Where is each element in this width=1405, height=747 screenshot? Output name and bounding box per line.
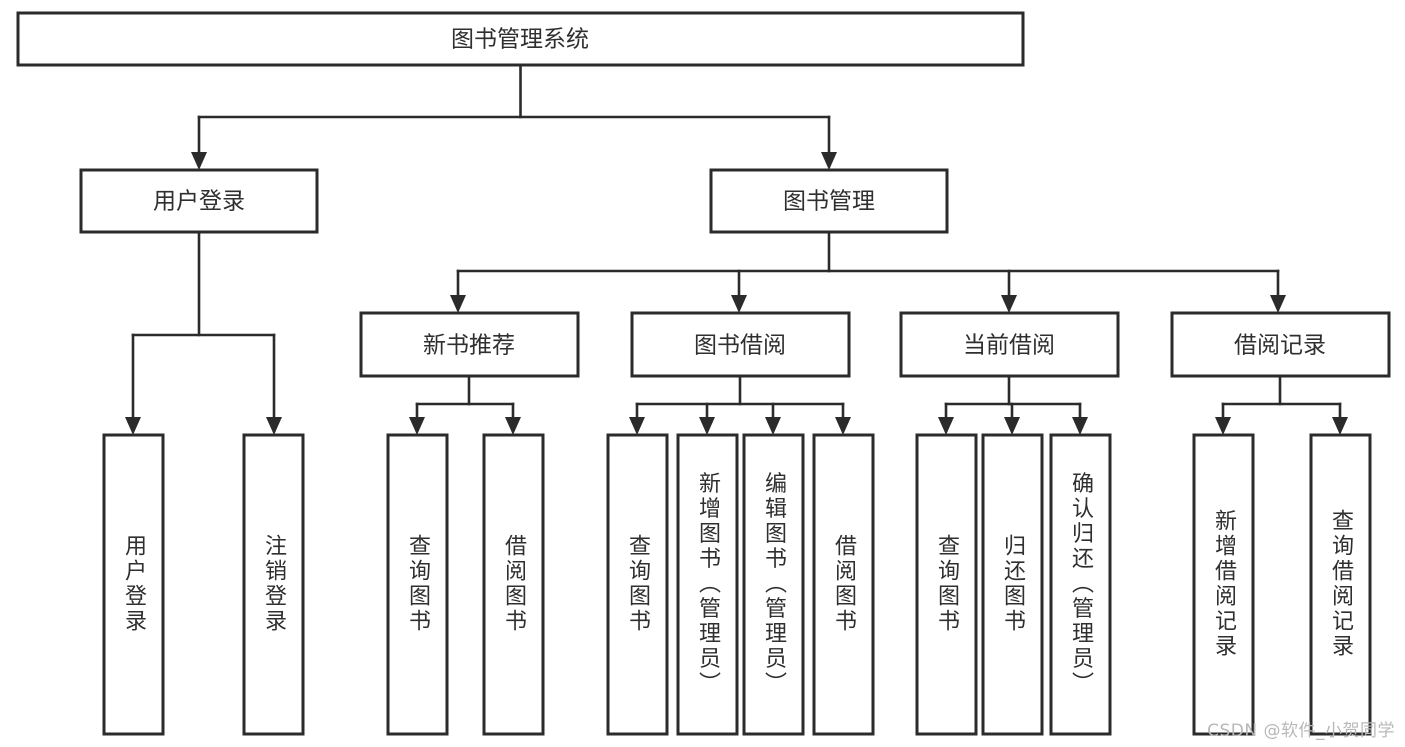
node-leaf-bb-query[interactable]: 查询图书 (606, 433, 669, 736)
arrowhead-leaf-bb-add (699, 417, 715, 435)
node-leaf-br-query[interactable]: 查询借阅记录 (1309, 433, 1372, 736)
node-book-manage[interactable]: 图书管理 (709, 168, 949, 234)
node-leaf-cb-query-label: 查询图书 (934, 534, 960, 634)
node-leaf-bb-edit[interactable]: 编辑图书（管理员） (742, 433, 805, 736)
arrowhead-leaf-br-query (1332, 417, 1348, 435)
node-leaf-user-login[interactable]: 用户登录 (102, 433, 165, 736)
arrowhead-leaf-bb-edit (765, 417, 781, 435)
node-leaf-bb-borrow-label: 借阅图书 (831, 534, 857, 634)
node-book-manage-label: 图书管理 (783, 189, 875, 215)
edge-group-user-login (125, 230, 282, 435)
node-root-box[interactable] (16, 11, 1025, 67)
edge-group-book-borrow (629, 374, 851, 435)
node-leaf-bb-edit-box[interactable] (742, 433, 805, 736)
node-leaf-bb-add-box[interactable] (676, 433, 739, 736)
node-leaf-cb-query[interactable]: 查询图书 (915, 433, 978, 736)
arrowhead-leaf-user-login (125, 417, 141, 435)
edge-group-book-manage (450, 230, 1286, 313)
node-new-book-rec[interactable]: 新书推荐 (359, 311, 580, 378)
node-leaf-bb-borrow[interactable]: 借阅图书 (812, 433, 875, 736)
node-leaf-br-add-box[interactable] (1192, 433, 1255, 736)
node-leaf-cb-return-label: 归还图书 (1000, 534, 1026, 634)
arrowhead-user-login (191, 152, 207, 170)
node-book-manage-box[interactable] (709, 168, 949, 234)
node-leaf-br-query-box[interactable] (1309, 433, 1372, 736)
node-user-login-label: 用户登录 (153, 189, 245, 215)
node-root[interactable]: 图书管理系统 (16, 11, 1025, 67)
arrowhead-leaf-user-logout (266, 417, 282, 435)
node-user-login[interactable]: 用户登录 (79, 168, 319, 234)
node-borrow-record[interactable]: 借阅记录 (1170, 311, 1391, 378)
edge-group-new-book-rec (409, 374, 521, 435)
arrowhead-leaf-rec-query (409, 417, 425, 435)
node-book-borrow[interactable]: 图书借阅 (630, 311, 851, 378)
node-leaf-bb-query-box[interactable] (606, 433, 669, 736)
node-leaf-rec-query[interactable]: 查询图书 (386, 433, 449, 736)
node-leaf-rec-query-box[interactable] (386, 433, 449, 736)
node-leaf-br-add[interactable]: 新增借阅记录 (1192, 433, 1255, 736)
edge-group-root (191, 63, 837, 170)
node-leaf-cb-return[interactable]: 归还图书 (981, 433, 1044, 736)
node-leaf-cb-confirm-label: 确认归还（管理员） (1068, 472, 1094, 697)
node-leaf-rec-borrow-label: 借阅图书 (501, 534, 527, 634)
node-leaf-user-logout-box[interactable] (242, 433, 305, 736)
arrowhead-leaf-br-add (1215, 417, 1231, 435)
node-leaf-bb-add[interactable]: 新增图书（管理员） (676, 433, 739, 736)
arrowhead-book-manage (821, 152, 837, 170)
node-book-borrow-label: 图书借阅 (694, 333, 786, 359)
edge-group-current-borrow (938, 374, 1088, 435)
node-leaf-user-logout-label: 注销登录 (261, 534, 287, 634)
node-current-borrow-box[interactable] (899, 311, 1120, 378)
arrowhead-leaf-rec-borrow (505, 417, 521, 435)
node-user-login-box[interactable] (79, 168, 319, 234)
node-root-label: 图书管理系统 (451, 27, 589, 53)
arrowhead-leaf-cb-return (1004, 417, 1020, 435)
node-leaf-user-logout[interactable]: 注销登录 (242, 433, 305, 736)
node-leaf-br-add-label: 新增借阅记录 (1211, 509, 1237, 659)
arrowhead-leaf-cb-confirm (1072, 417, 1088, 435)
node-leaf-br-query-label: 查询借阅记录 (1328, 509, 1354, 659)
node-new-book-rec-box[interactable] (359, 311, 580, 378)
node-leaf-cb-return-box[interactable] (981, 433, 1044, 736)
arrowhead-leaf-bb-borrow (835, 417, 851, 435)
node-new-book-rec-label: 新书推荐 (423, 333, 515, 359)
node-leaf-cb-query-box[interactable] (915, 433, 978, 736)
node-current-borrow-label: 当前借阅 (963, 333, 1055, 359)
arrowhead-leaf-cb-query (938, 417, 954, 435)
arrowhead-borrow-record (1270, 295, 1286, 313)
node-leaf-rec-query-label: 查询图书 (405, 534, 431, 634)
node-borrow-record-box[interactable] (1170, 311, 1391, 378)
node-current-borrow[interactable]: 当前借阅 (899, 311, 1120, 378)
node-leaf-bb-add-label: 新增图书（管理员） (695, 472, 721, 697)
node-leaf-bb-borrow-box[interactable] (812, 433, 875, 736)
node-leaf-cb-confirm-box[interactable] (1049, 433, 1112, 736)
node-borrow-record-label: 借阅记录 (1234, 333, 1326, 359)
node-leaf-bb-edit-label: 编辑图书（管理员） (761, 472, 787, 697)
arrowhead-new-book-rec (450, 295, 466, 313)
arrowhead-leaf-bb-query (629, 417, 645, 435)
node-leaf-rec-borrow-box[interactable] (482, 433, 545, 736)
arrowhead-book-borrow (731, 295, 747, 313)
node-leaf-bb-query-label: 查询图书 (625, 534, 651, 634)
arrowhead-current-borrow (1001, 295, 1017, 313)
edge-group-borrow-record (1215, 374, 1348, 435)
node-leaf-rec-borrow[interactable]: 借阅图书 (482, 433, 545, 736)
node-leaf-cb-confirm[interactable]: 确认归还（管理员） (1049, 433, 1112, 736)
node-leaf-user-login-label: 用户登录 (121, 534, 147, 634)
node-book-borrow-box[interactable] (630, 311, 851, 378)
node-leaf-user-login-box[interactable] (102, 433, 165, 736)
